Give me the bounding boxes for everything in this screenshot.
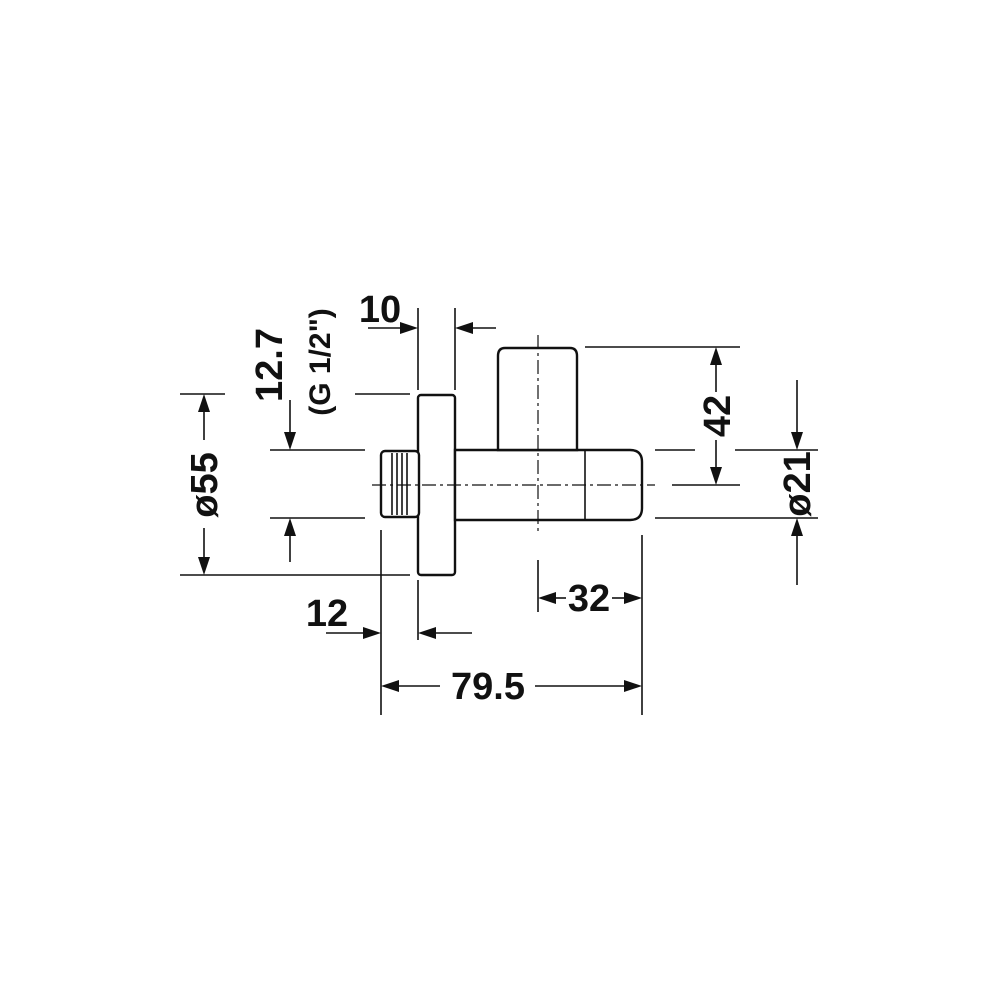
arrow	[284, 518, 296, 536]
dimension-labels: 10 ø55 12.7 (G 1/2") 42 ø21 32 12 79.5	[184, 289, 819, 708]
dim-valve-height: 42	[697, 395, 739, 437]
arrow	[791, 518, 803, 536]
arrow	[400, 322, 418, 334]
dim-outlet-offset: 32	[568, 578, 610, 620]
arrow	[791, 432, 803, 450]
arrow	[710, 347, 722, 365]
dim-thread-part: 12	[306, 593, 348, 635]
angle-valve	[372, 335, 655, 577]
arrow	[418, 627, 436, 639]
arrow	[284, 432, 296, 450]
arrow	[624, 680, 642, 692]
dim-overall-length: 79.5	[451, 666, 525, 708]
dim-flange-diameter: ø55	[184, 452, 226, 517]
arrow	[455, 322, 473, 334]
arrow	[198, 394, 210, 412]
arrow	[624, 592, 642, 604]
extension-lines	[180, 308, 818, 715]
arrow	[381, 680, 399, 692]
threaded-connector	[379, 449, 421, 519]
arrow	[710, 467, 722, 485]
arrow	[538, 592, 556, 604]
dim-thread-spec: (G 1/2")	[304, 308, 337, 416]
dimension-lines	[198, 322, 803, 692]
arrow	[363, 627, 381, 639]
dim-thread-length: 12.7	[249, 328, 291, 402]
dim-flange-thickness: 10	[359, 289, 401, 331]
dim-pipe-diameter: ø21	[777, 451, 819, 516]
thread-knurling	[391, 453, 408, 515]
arrow	[198, 557, 210, 575]
